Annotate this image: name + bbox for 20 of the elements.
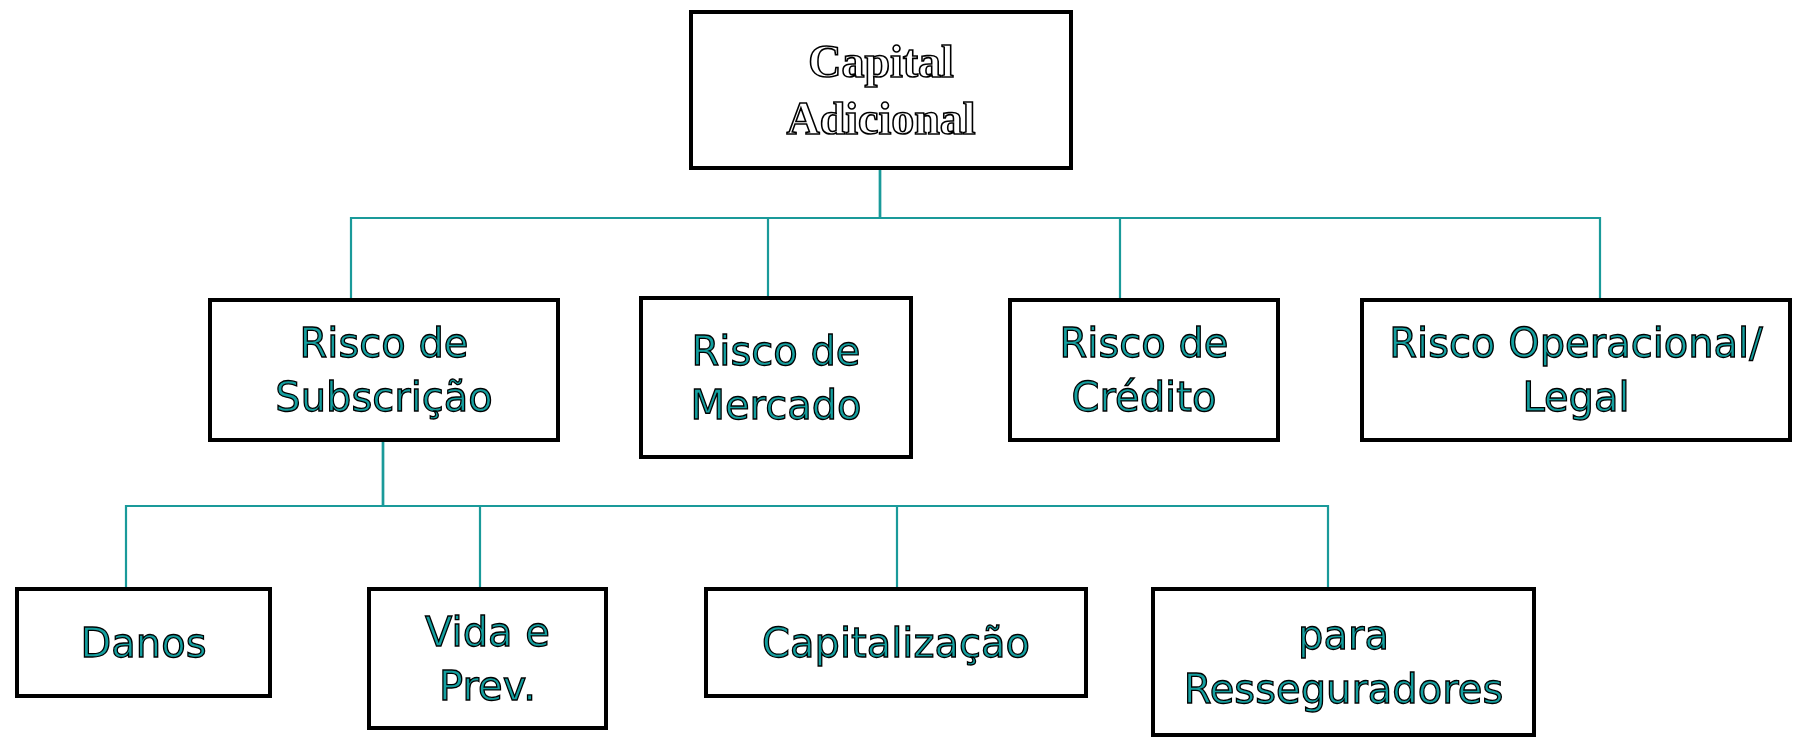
org-box [639,296,913,459]
org-box [689,10,1073,170]
org-box [208,298,560,442]
connector-line [381,442,1330,587]
box-label: para Resseguradores [1182,611,1505,714]
box-label: Capitalização [761,618,1031,668]
org-box [1008,298,1280,442]
box-label: Risco Operacional/ Legal [1388,319,1764,422]
box-label: Risco de Subscrição [274,319,494,422]
org-box [704,587,1088,698]
box-label: Risco de Crédito [1058,319,1230,422]
box-label: Danos [79,618,208,668]
box-label: Risco de Mercado [689,326,863,430]
org-box [1360,298,1792,442]
box-label: Capital Adicional [785,34,977,146]
box-label: Vida e Prev. [424,607,551,711]
org-box [1151,587,1536,737]
org-box [15,587,272,698]
connector-line [878,170,1602,298]
org-box [367,587,608,730]
